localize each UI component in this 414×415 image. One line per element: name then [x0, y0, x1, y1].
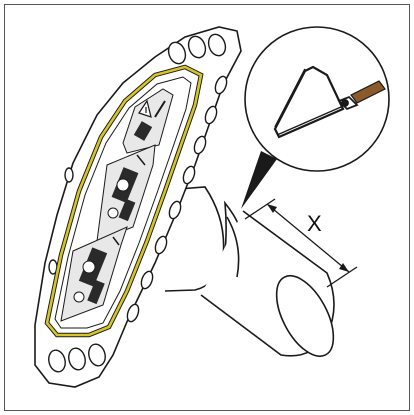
hacksaw-icon [273, 65, 386, 139]
illustration-frame: X [4, 4, 410, 411]
dimension-x-label: X [307, 211, 322, 236]
instruction-label-icon [60, 226, 128, 322]
warning-label-icon [122, 88, 174, 154]
installation-drawing: X [34, 26, 390, 388]
dimension-line [244, 198, 358, 288]
instruction-label-icon [96, 144, 156, 242]
